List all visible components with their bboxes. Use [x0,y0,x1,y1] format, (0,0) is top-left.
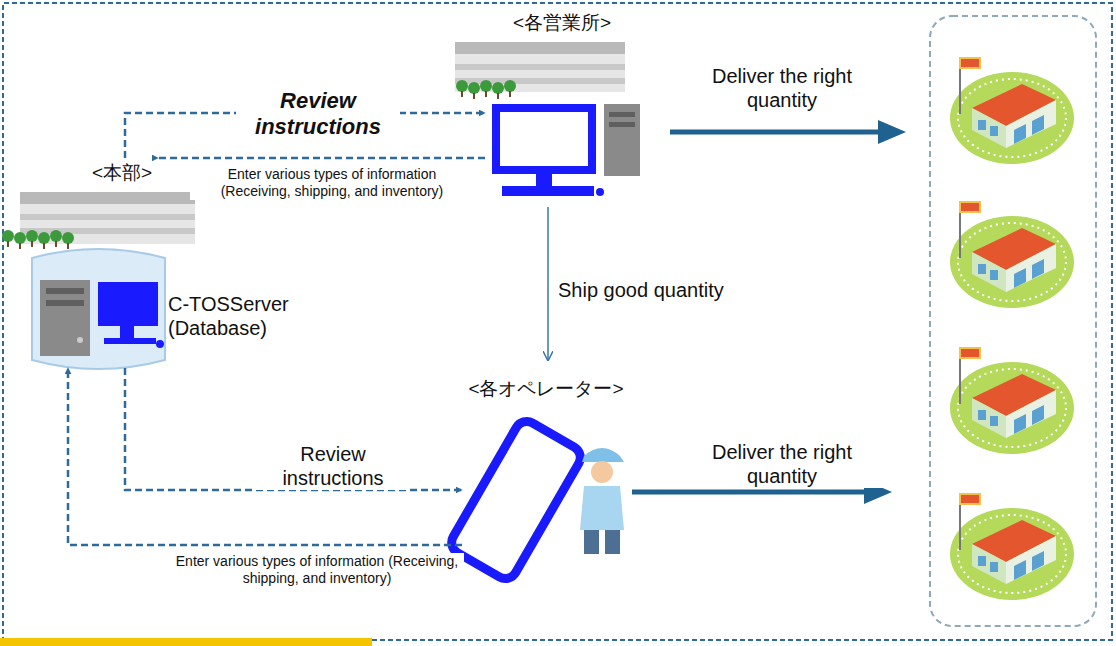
solid-connector [547,207,549,360]
dashed-connector [158,157,485,160]
edge-label: Review instructions [236,88,400,141]
node-title: <各オペレーター> [462,378,630,401]
dashed-connector [68,368,462,545]
dashed-connector [125,368,462,490]
node-title: <各営業所> [487,12,637,35]
node-title: <本部> [70,162,174,185]
edge-label: Ship good quantity [556,278,800,302]
edge-label: Enter various types of information (Rece… [170,553,464,587]
edge-label: Enter various types of information (Rece… [190,166,474,200]
edge-label: Review instructions [256,442,410,490]
delivery-label: Deliver the right quantity [680,440,884,488]
group-node: <各営業所> [485,10,645,207]
delivery-label: Deliver the right quantity [680,64,884,112]
group-node: <各オペレーター> [462,360,634,580]
node-text: C-TOSServer (Database) [168,292,318,340]
